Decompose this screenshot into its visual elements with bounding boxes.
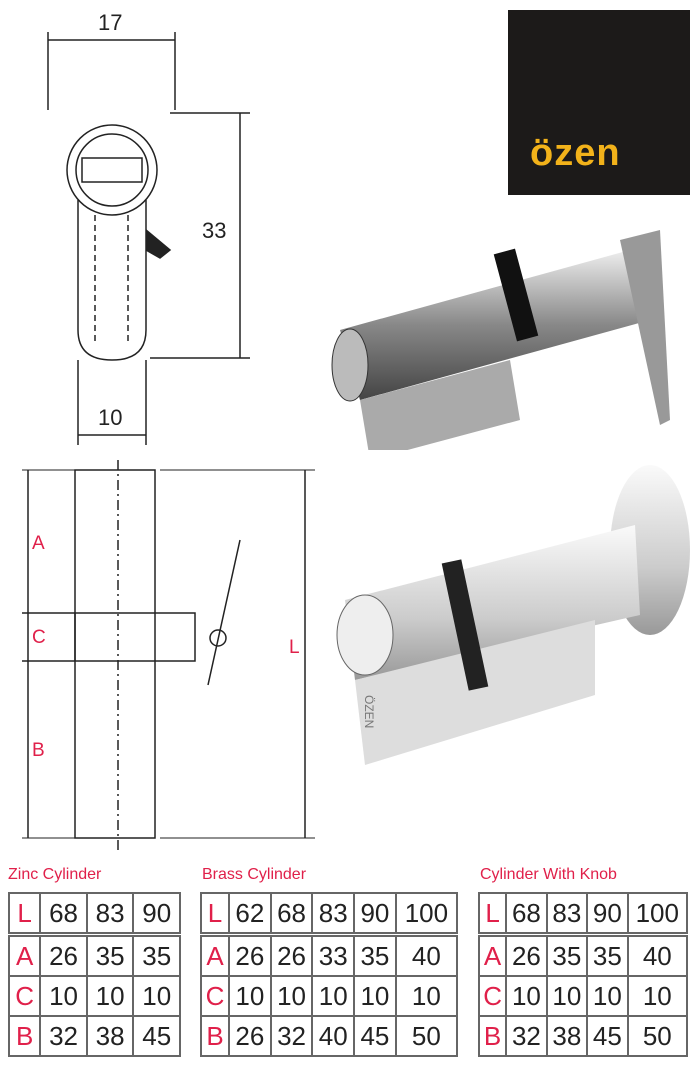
section-b-label: B [32, 740, 45, 761]
dimension-value-cell: 26 [228, 1015, 272, 1057]
dimension-value-cell: 35 [353, 933, 397, 977]
brass-cylinder-title: Brass Cylinder [202, 866, 307, 883]
svg-text:ÖZEN: ÖZEN [362, 695, 376, 728]
width-dimension: 17 [98, 10, 123, 35]
dimension-value-cell: 35 [85, 933, 135, 977]
zinc-cylinder-title: Zinc Cylinder [8, 866, 102, 883]
dimension-value-cell: 83 [85, 892, 135, 937]
cylinder-side-drawing [22, 460, 315, 850]
knob-cylinder-title: Cylinder With Knob [480, 866, 617, 883]
dimension-key-cell: A [477, 933, 508, 977]
dimension-value-cell: 35 [586, 933, 629, 977]
dimension-key-cell: A [199, 933, 231, 977]
dimension-value-cell: 10 [39, 975, 88, 1017]
dimension-value-cell: 50 [394, 1015, 459, 1057]
section-l-label: L [289, 637, 300, 658]
ozen-logo: özen [508, 10, 690, 195]
dimension-value-cell: 10 [353, 975, 397, 1017]
dimension-value-cell: 26 [505, 933, 548, 977]
dimension-value-cell: 40 [626, 933, 689, 977]
dimension-key-cell: C [199, 975, 231, 1017]
dimension-value-cell: 68 [505, 892, 548, 937]
cylinder-profile-drawing [47, 32, 250, 445]
double-cylinder-lock-image [331, 230, 670, 450]
dimension-value-cell: 10 [626, 975, 689, 1017]
dimension-value-cell: 45 [353, 1015, 397, 1057]
dimension-value-cell: 83 [545, 892, 589, 937]
dimension-key-cell: C [477, 975, 508, 1017]
dimension-value-cell: 10 [228, 975, 272, 1017]
dimension-value-cell: 10 [132, 975, 181, 1017]
dimension-value-cell: 50 [626, 1015, 689, 1057]
dimension-value-cell: 90 [353, 892, 397, 937]
dimension-value-cell: 35 [132, 933, 181, 977]
dimension-value-cell: 26 [39, 933, 88, 977]
dimension-value-cell: 26 [269, 933, 314, 977]
dimension-value-cell: 10 [505, 975, 548, 1017]
dimension-value-cell: 100 [626, 892, 689, 937]
dimension-value-cell: 33 [311, 933, 356, 977]
dimension-value-cell: 40 [394, 933, 459, 977]
dimension-key-cell: L [477, 892, 508, 937]
dimension-value-cell: 68 [39, 892, 88, 937]
dimension-value-cell: 10 [311, 975, 356, 1017]
dimension-value-cell: 62 [228, 892, 272, 937]
dimension-value-cell: 10 [85, 975, 135, 1017]
section-c-label: C [32, 627, 46, 648]
dimension-value-cell: 90 [132, 892, 181, 937]
dimension-key-cell: C [7, 975, 42, 1017]
dimension-value-cell: 10 [269, 975, 314, 1017]
dimension-key-cell: A [7, 933, 42, 977]
dimension-value-cell: 38 [545, 1015, 589, 1057]
dimension-value-cell: 90 [586, 892, 629, 937]
dimension-value-cell: 35 [545, 933, 589, 977]
bottom-width-dimension: 10 [98, 405, 123, 430]
dimension-value-cell: 10 [586, 975, 629, 1017]
dimension-value-cell: 100 [394, 892, 459, 937]
dimension-value-cell: 45 [132, 1015, 181, 1057]
section-a-label: A [32, 533, 45, 554]
dimension-key-cell: B [7, 1015, 42, 1057]
dimension-value-cell: 38 [85, 1015, 135, 1057]
dimension-value-cell: 26 [228, 933, 272, 977]
dimension-value-cell: 32 [269, 1015, 314, 1057]
knob-cylinder-lock-image: ÖZEN [336, 465, 690, 765]
dimension-key-cell: B [477, 1015, 508, 1057]
dimension-value-cell: 10 [545, 975, 589, 1017]
dimension-key-cell: L [199, 892, 231, 937]
height-dimension: 33 [202, 218, 227, 243]
dimension-value-cell: 40 [311, 1015, 356, 1057]
dimension-value-cell: 32 [39, 1015, 88, 1057]
dimension-value-cell: 68 [269, 892, 314, 937]
dimension-value-cell: 83 [311, 892, 356, 937]
dimension-value-cell: 10 [394, 975, 459, 1017]
dimension-key-cell: B [199, 1015, 231, 1057]
dimension-key-cell: L [7, 892, 42, 937]
dimension-value-cell: 45 [586, 1015, 629, 1057]
dimension-value-cell: 32 [505, 1015, 548, 1057]
